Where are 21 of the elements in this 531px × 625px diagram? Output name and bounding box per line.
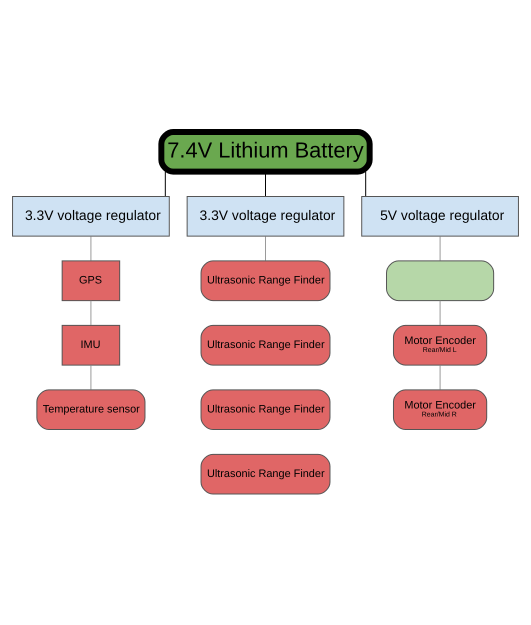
- node-box: IMU: [62, 324, 120, 366]
- connector: [90, 364, 92, 390]
- node-box: Ultrasonic Range Finder: [200, 453, 330, 494]
- connector: [440, 300, 441, 325]
- node-box: [386, 260, 494, 301]
- node-box: Ultrasonic Range Finder: [200, 388, 330, 430]
- node-box: Ultrasonic Range Finder: [200, 324, 330, 366]
- connector: [90, 300, 92, 325]
- node-box: GPS: [62, 260, 120, 301]
- connector: [440, 235, 441, 260]
- node-box: 5V voltage regulator: [361, 195, 519, 236]
- node-box: 3.3V voltage regulator: [12, 195, 170, 236]
- connector: [164, 170, 166, 196]
- node-box: Ultrasonic Range Finder: [200, 260, 330, 301]
- node-box: 3.3V voltage regulator: [186, 195, 344, 236]
- connector: [90, 235, 92, 260]
- node-box: Temperature sensor: [36, 388, 146, 430]
- connector: [440, 364, 441, 390]
- connector: [265, 235, 266, 260]
- node-box: 7.4V Lithium Battery: [158, 128, 373, 174]
- connector: [365, 170, 366, 196]
